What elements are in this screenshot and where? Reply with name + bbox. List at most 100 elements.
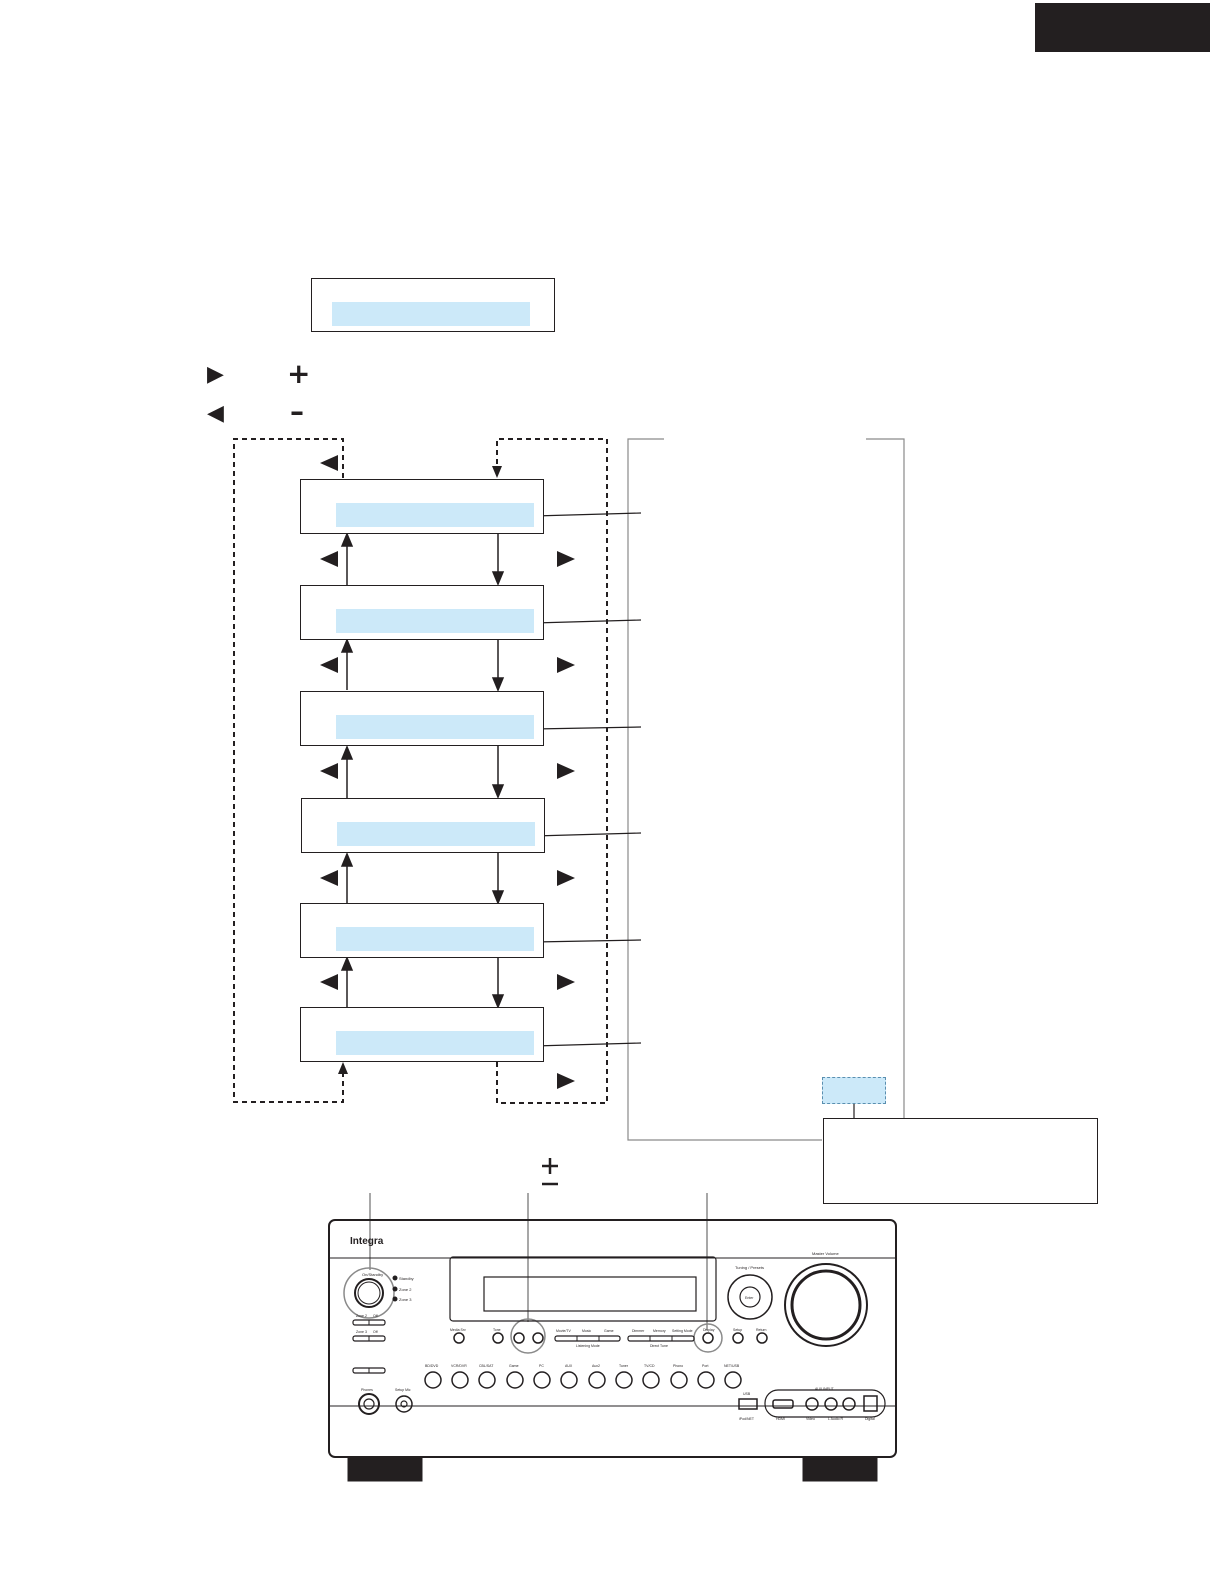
- display-step-6: [300, 1007, 544, 1062]
- highlight-power: [343, 1267, 395, 1319]
- right-triangle-icon: [557, 1073, 575, 1089]
- left-triangle-icon: [320, 763, 338, 779]
- zone-label: Zone 2: [399, 1287, 412, 1292]
- zone-button-label: Zone 2: [356, 1314, 367, 1318]
- button-label: Return: [756, 1328, 767, 1332]
- input-label: Tuner: [619, 1364, 629, 1368]
- loop-arrowhead-left: [338, 1062, 348, 1074]
- plus-icon: +: [287, 357, 311, 390]
- input-label: AUX: [565, 1364, 573, 1368]
- loop-arrowhead-right: [492, 466, 502, 478]
- button-label: Dimmer: [632, 1329, 645, 1333]
- display-text-area: [332, 302, 530, 326]
- input-label: PC: [539, 1364, 544, 1368]
- brand-logo: Integra: [350, 1236, 384, 1247]
- input-label: BD/DVD: [425, 1364, 439, 1368]
- display-text-area: [336, 715, 534, 739]
- explanation-bracket: [627, 438, 905, 1141]
- display-step-5: [300, 903, 544, 958]
- display-text-area: [336, 1031, 534, 1055]
- button-label: Movie/TV: [556, 1329, 571, 1333]
- right-triangle-icon: [557, 763, 575, 779]
- up-arrow: [340, 638, 354, 653]
- input-label: Aux2: [592, 1364, 600, 1368]
- display-text-area: [336, 609, 534, 633]
- jack-label: iPod/NET: [739, 1417, 755, 1421]
- down-arrow: [491, 890, 505, 905]
- plus-minus-icon: [542, 1158, 558, 1186]
- left-triangle-icon: [320, 551, 338, 567]
- button-label: Music: [582, 1329, 591, 1333]
- right-triangle-icon: [557, 657, 575, 673]
- up-arrow: [340, 956, 354, 971]
- button-label: Setup: [733, 1328, 742, 1332]
- input-label: CBL/SAT: [479, 1364, 494, 1368]
- group-label: Listening Mode: [576, 1344, 600, 1348]
- left-triangle-icon: [320, 974, 338, 990]
- indicator-highlight: [822, 1077, 886, 1104]
- jack-label: Phones: [361, 1388, 373, 1392]
- receiver-front-panel: [328, 1219, 897, 1482]
- left-triangle-icon: [320, 870, 338, 886]
- zone-button-label: Off: [373, 1330, 378, 1334]
- zone-button-label: Zone 3: [356, 1330, 367, 1334]
- down-arrow: [491, 784, 505, 799]
- button-label: Memory: [653, 1329, 666, 1333]
- down-arrow: [491, 994, 505, 1009]
- callout-lines: [533, 512, 855, 1118]
- input-label: Port: [702, 1364, 708, 1368]
- jack-label: Video: [806, 1417, 815, 1421]
- button-label: Game: [604, 1329, 614, 1333]
- down-arrow: [491, 571, 505, 586]
- right-triangle-icon: [557, 974, 575, 990]
- input-label: VCR/DVR: [451, 1364, 467, 1368]
- jack-label: L Audio R: [828, 1417, 844, 1421]
- knob-label: Enter: [745, 1296, 754, 1300]
- up-arrow: [340, 532, 354, 547]
- input-label: Phono: [673, 1364, 683, 1368]
- input-label: Game: [509, 1364, 519, 1368]
- display-step-3: [300, 691, 544, 746]
- display-preview-top: [311, 278, 555, 332]
- button-label: Display: [703, 1328, 715, 1332]
- display-text-area: [337, 822, 535, 846]
- left-triangle-icon: [320, 455, 338, 471]
- right-triangle-icon: [557, 870, 575, 886]
- jack-label: Digital: [865, 1417, 875, 1421]
- jack-label: USB: [743, 1392, 751, 1396]
- input-label: TV/CD: [644, 1364, 655, 1368]
- knob-label: Master Volume: [812, 1251, 839, 1256]
- display-text-area: [336, 503, 534, 527]
- power-label: On/Standby: [362, 1272, 383, 1277]
- right-triangle-icon: [557, 551, 575, 567]
- display-step-1: [300, 479, 544, 534]
- up-arrow: [340, 745, 354, 760]
- zone-label: Standby: [399, 1276, 414, 1281]
- right-triangle-icon: ▶: [207, 362, 224, 387]
- group-label: Direct Tune: [650, 1344, 668, 1348]
- down-arrow: [491, 677, 505, 692]
- note-box: [823, 1118, 1098, 1204]
- zone-button-label: Off: [373, 1314, 378, 1318]
- button-label: Media Srv: [450, 1328, 466, 1332]
- dashed-loop-right: [496, 438, 608, 1104]
- jack-label: Setup Mic: [395, 1388, 411, 1392]
- zone-label: Zone 3: [399, 1297, 412, 1302]
- highlight-updown: [510, 1318, 546, 1354]
- dashed-loop-left: [233, 438, 344, 1103]
- display-step-4: [301, 798, 545, 853]
- display-text-area: [336, 927, 534, 951]
- jack-label: HDMI: [776, 1417, 785, 1421]
- button-label: Setting Mode: [672, 1329, 693, 1333]
- minus-icon: –: [290, 395, 304, 428]
- button-label: Tone: [493, 1328, 501, 1332]
- display-step-2: [300, 585, 544, 640]
- input-label: NET/USB: [724, 1364, 740, 1368]
- left-triangle-icon: ◀: [207, 401, 224, 426]
- left-triangle-icon: [320, 657, 338, 673]
- page-corner-tab: [1035, 3, 1210, 52]
- aux-input-label: AUX INPUT: [815, 1387, 835, 1391]
- up-arrow: [340, 852, 354, 867]
- knob-label: Tuning / Presets: [735, 1265, 764, 1270]
